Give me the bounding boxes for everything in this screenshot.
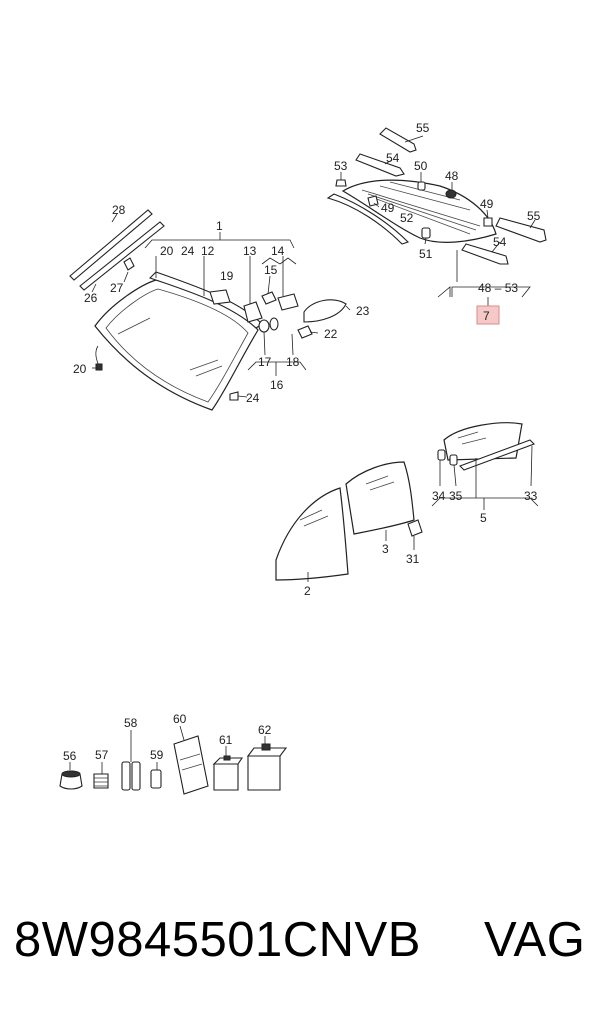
callout-label: 33 bbox=[524, 489, 538, 503]
group-label: 1 bbox=[216, 219, 223, 233]
callout-label: 61 bbox=[219, 733, 233, 747]
callout-label: 57 bbox=[95, 748, 109, 762]
callout-label: 24 bbox=[181, 244, 195, 258]
callout-label: 48 bbox=[445, 169, 459, 183]
brand-name: VAG bbox=[484, 913, 586, 967]
callout-label: 14 bbox=[271, 244, 285, 258]
clip-51 bbox=[421, 227, 431, 239]
bolt-31 bbox=[407, 519, 423, 537]
quarter-glass bbox=[443, 422, 523, 461]
rear-door-glass bbox=[345, 461, 415, 535]
callout-label: 23 bbox=[356, 304, 370, 318]
callout-label: 54 bbox=[386, 151, 400, 165]
callout-label: 58 bbox=[124, 716, 138, 730]
windshield-inner-edge bbox=[105, 288, 249, 403]
part-14 bbox=[277, 293, 299, 311]
trim-54-left bbox=[355, 153, 405, 177]
callout-label: 56 bbox=[63, 749, 77, 763]
trim-54-right bbox=[461, 243, 509, 265]
can-62 bbox=[247, 755, 281, 791]
spool-57 bbox=[93, 773, 109, 789]
callout-label: 50 bbox=[414, 159, 428, 173]
molding-strip-26 bbox=[79, 221, 165, 291]
can-61 bbox=[213, 763, 239, 791]
callout-label: 28 bbox=[112, 203, 126, 217]
callout-label: 59 bbox=[150, 748, 164, 762]
callout-label: 26 bbox=[84, 291, 98, 305]
cartridge-58b bbox=[131, 761, 141, 791]
callout-label: 20 bbox=[73, 362, 87, 376]
pack-60 bbox=[173, 735, 209, 795]
footer: 8W9845501CNVB VAG bbox=[14, 912, 594, 982]
part-22 bbox=[297, 325, 313, 339]
callout-label: 52 bbox=[400, 211, 414, 225]
clip-49-right bbox=[483, 217, 493, 227]
highlighted-callout: 7 bbox=[483, 309, 490, 323]
callout-label: 3 bbox=[382, 542, 389, 556]
callout-label: 20 bbox=[160, 244, 174, 258]
callout-label: 16 bbox=[270, 378, 284, 392]
range-label: 48 – 53 bbox=[478, 281, 518, 295]
callout-label: 22 bbox=[324, 327, 338, 341]
callout-label: 35 bbox=[449, 489, 463, 503]
callout-label: 34 bbox=[432, 489, 446, 503]
callout-label: 17 bbox=[258, 355, 272, 369]
front-door-glass bbox=[275, 487, 349, 581]
group-label: 5 bbox=[480, 511, 487, 525]
callout-label: 62 bbox=[258, 723, 272, 737]
part-17 bbox=[258, 319, 270, 333]
cartridge-58a bbox=[121, 761, 131, 791]
clip-53 bbox=[335, 179, 347, 187]
accessories-group: 56 57 58 59 60 61 62 bbox=[59, 712, 288, 795]
part-13 bbox=[243, 301, 263, 323]
rear-seal-strip bbox=[326, 193, 410, 245]
side-glass-group: 34 35 33 5 3 31 2 bbox=[275, 422, 539, 598]
molding-strip-28 bbox=[69, 209, 153, 281]
callout-label: 54 bbox=[493, 235, 507, 249]
connector-20 bbox=[95, 363, 103, 371]
callout-label: 15 bbox=[264, 263, 278, 277]
part-15 bbox=[261, 291, 277, 305]
callout-label: 24 bbox=[246, 391, 260, 405]
part-24 bbox=[229, 391, 239, 401]
callout-label: 53 bbox=[334, 159, 348, 173]
callout-label: 60 bbox=[173, 712, 187, 726]
windshield-glass bbox=[94, 279, 259, 411]
part-19 bbox=[209, 289, 231, 305]
roll-top bbox=[61, 770, 81, 778]
callout-label: 19 bbox=[220, 269, 234, 283]
callout-label: 13 bbox=[243, 244, 257, 258]
trim-55-right bbox=[495, 217, 547, 243]
callout-label: 31 bbox=[406, 552, 420, 566]
callout-label: 2 bbox=[304, 584, 311, 598]
can-62-cap bbox=[261, 743, 271, 751]
clip-34 bbox=[437, 449, 446, 461]
part-18 bbox=[269, 317, 279, 331]
clip-35 bbox=[449, 454, 458, 466]
cap-48 bbox=[445, 189, 457, 199]
trim-55-left bbox=[379, 127, 417, 153]
callout-label: 49 bbox=[480, 197, 494, 211]
can-62-top bbox=[246, 747, 288, 757]
callout-label: 55 bbox=[416, 121, 430, 135]
clip-49-left bbox=[367, 195, 379, 207]
clip-27 bbox=[123, 257, 135, 271]
part-number: 8W9845501CNVB bbox=[14, 913, 421, 967]
can-61-cap bbox=[223, 755, 231, 761]
callout-label: 18 bbox=[286, 355, 300, 369]
callout-label: 55 bbox=[527, 209, 541, 223]
callout-label: 49 bbox=[381, 201, 395, 215]
clip-50 bbox=[417, 181, 426, 191]
callout-label: 12 bbox=[201, 244, 215, 258]
seal-33 bbox=[459, 439, 535, 471]
highlight-box[interactable] bbox=[476, 305, 500, 325]
can-61-top bbox=[212, 757, 244, 765]
windshield-group: 28 26 27 1 20 24 12 13 14 19 15 23 22 17… bbox=[69, 203, 370, 411]
rear-window-group: 55 54 53 50 48 49 52 51 49 55 54 48 – 53… bbox=[326, 121, 547, 325]
bottle-59 bbox=[150, 769, 162, 789]
part-23 bbox=[303, 299, 347, 323]
callout-label: 51 bbox=[419, 247, 433, 261]
callout-label: 27 bbox=[110, 281, 124, 295]
